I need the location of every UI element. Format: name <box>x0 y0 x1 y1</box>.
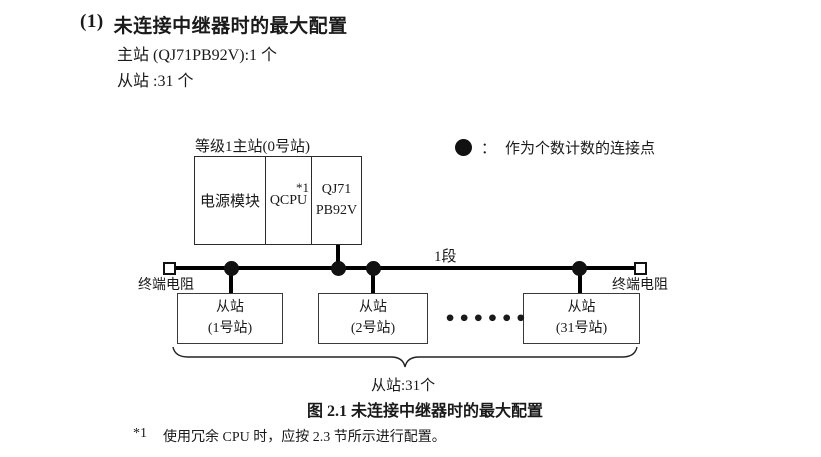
slave2-line1: 从站 <box>359 300 387 316</box>
terminator-left-label: 终端电阻 <box>138 278 194 293</box>
power-module-cell: 电源模块 <box>195 157 266 244</box>
terminator-right-icon <box>634 262 647 275</box>
slave-spec-line: 从站 :31 个 <box>117 73 194 90</box>
slave-station-31-box: 从站 (31号站) <box>523 293 640 344</box>
master-drop-line <box>336 245 340 268</box>
cpu-label: QCPU <box>269 192 308 208</box>
slave2-drop-line <box>371 268 375 293</box>
section-number: (1) <box>80 11 104 32</box>
legend-separator: ： <box>481 141 497 157</box>
figure-caption: 图 2.1 未连接中继器时的最大配置 <box>307 403 544 420</box>
slave2-line2: (2号站) <box>350 320 396 336</box>
connection-dot-slave2 <box>366 261 381 276</box>
slave1-line2: (1号站) <box>207 320 253 336</box>
connection-dot-slave31 <box>572 261 587 276</box>
slave1-drop-line <box>229 268 233 293</box>
master-station-label: 等级1主站(0号站) <box>195 139 310 155</box>
ellipsis-dots: •••••• <box>444 308 529 330</box>
legend-text: 作为个数计数的连接点 <box>505 141 656 157</box>
master-spec-line: 主站 (QJ71PB92V):1 个 <box>117 47 278 64</box>
section-heading: (1) 未连接中继器时的最大配置 <box>80 11 348 38</box>
connection-dot-slave1 <box>224 261 239 276</box>
bus-line <box>175 266 635 270</box>
pb92v-label-line2: PB92V <box>315 202 358 218</box>
slave1-line1: 从站 <box>216 300 244 316</box>
terminator-right-label: 终端电阻 <box>612 278 668 293</box>
slave-station-1-box: 从站 (1号站) <box>177 293 283 344</box>
slave31-drop-line <box>578 268 582 293</box>
segment-label: 1段 <box>434 249 457 265</box>
brace-label: 从站:31个 <box>371 378 436 394</box>
footnote-marker: *1 <box>133 426 147 441</box>
master-station-box: 电源模块 QCPU *1 QJ71 PB92V <box>194 156 362 245</box>
slave31-line2: (31号站) <box>555 320 608 336</box>
terminator-left-icon <box>163 262 176 275</box>
pb92v-label-line1: QJ71 <box>321 182 352 198</box>
pb92v-cell: QJ71 PB92V <box>312 157 361 244</box>
slave31-line1: 从站 <box>567 300 596 316</box>
slave-station-2-box: 从站 (2号站) <box>318 293 428 344</box>
footnote-text: 使用冗余 CPU 时，应按 2.3 节所示进行配置。 <box>163 430 446 445</box>
section-title: 未连接中继器时的最大配置 <box>113 16 348 37</box>
connection-dot-master <box>331 261 346 276</box>
connection-point-icon <box>455 139 472 156</box>
cpu-footnote-ref: *1 <box>296 180 309 195</box>
legend: ： 作为个数计数的连接点 <box>455 137 655 158</box>
cpu-cell: QCPU *1 <box>266 157 312 244</box>
brace-shape <box>172 346 638 368</box>
